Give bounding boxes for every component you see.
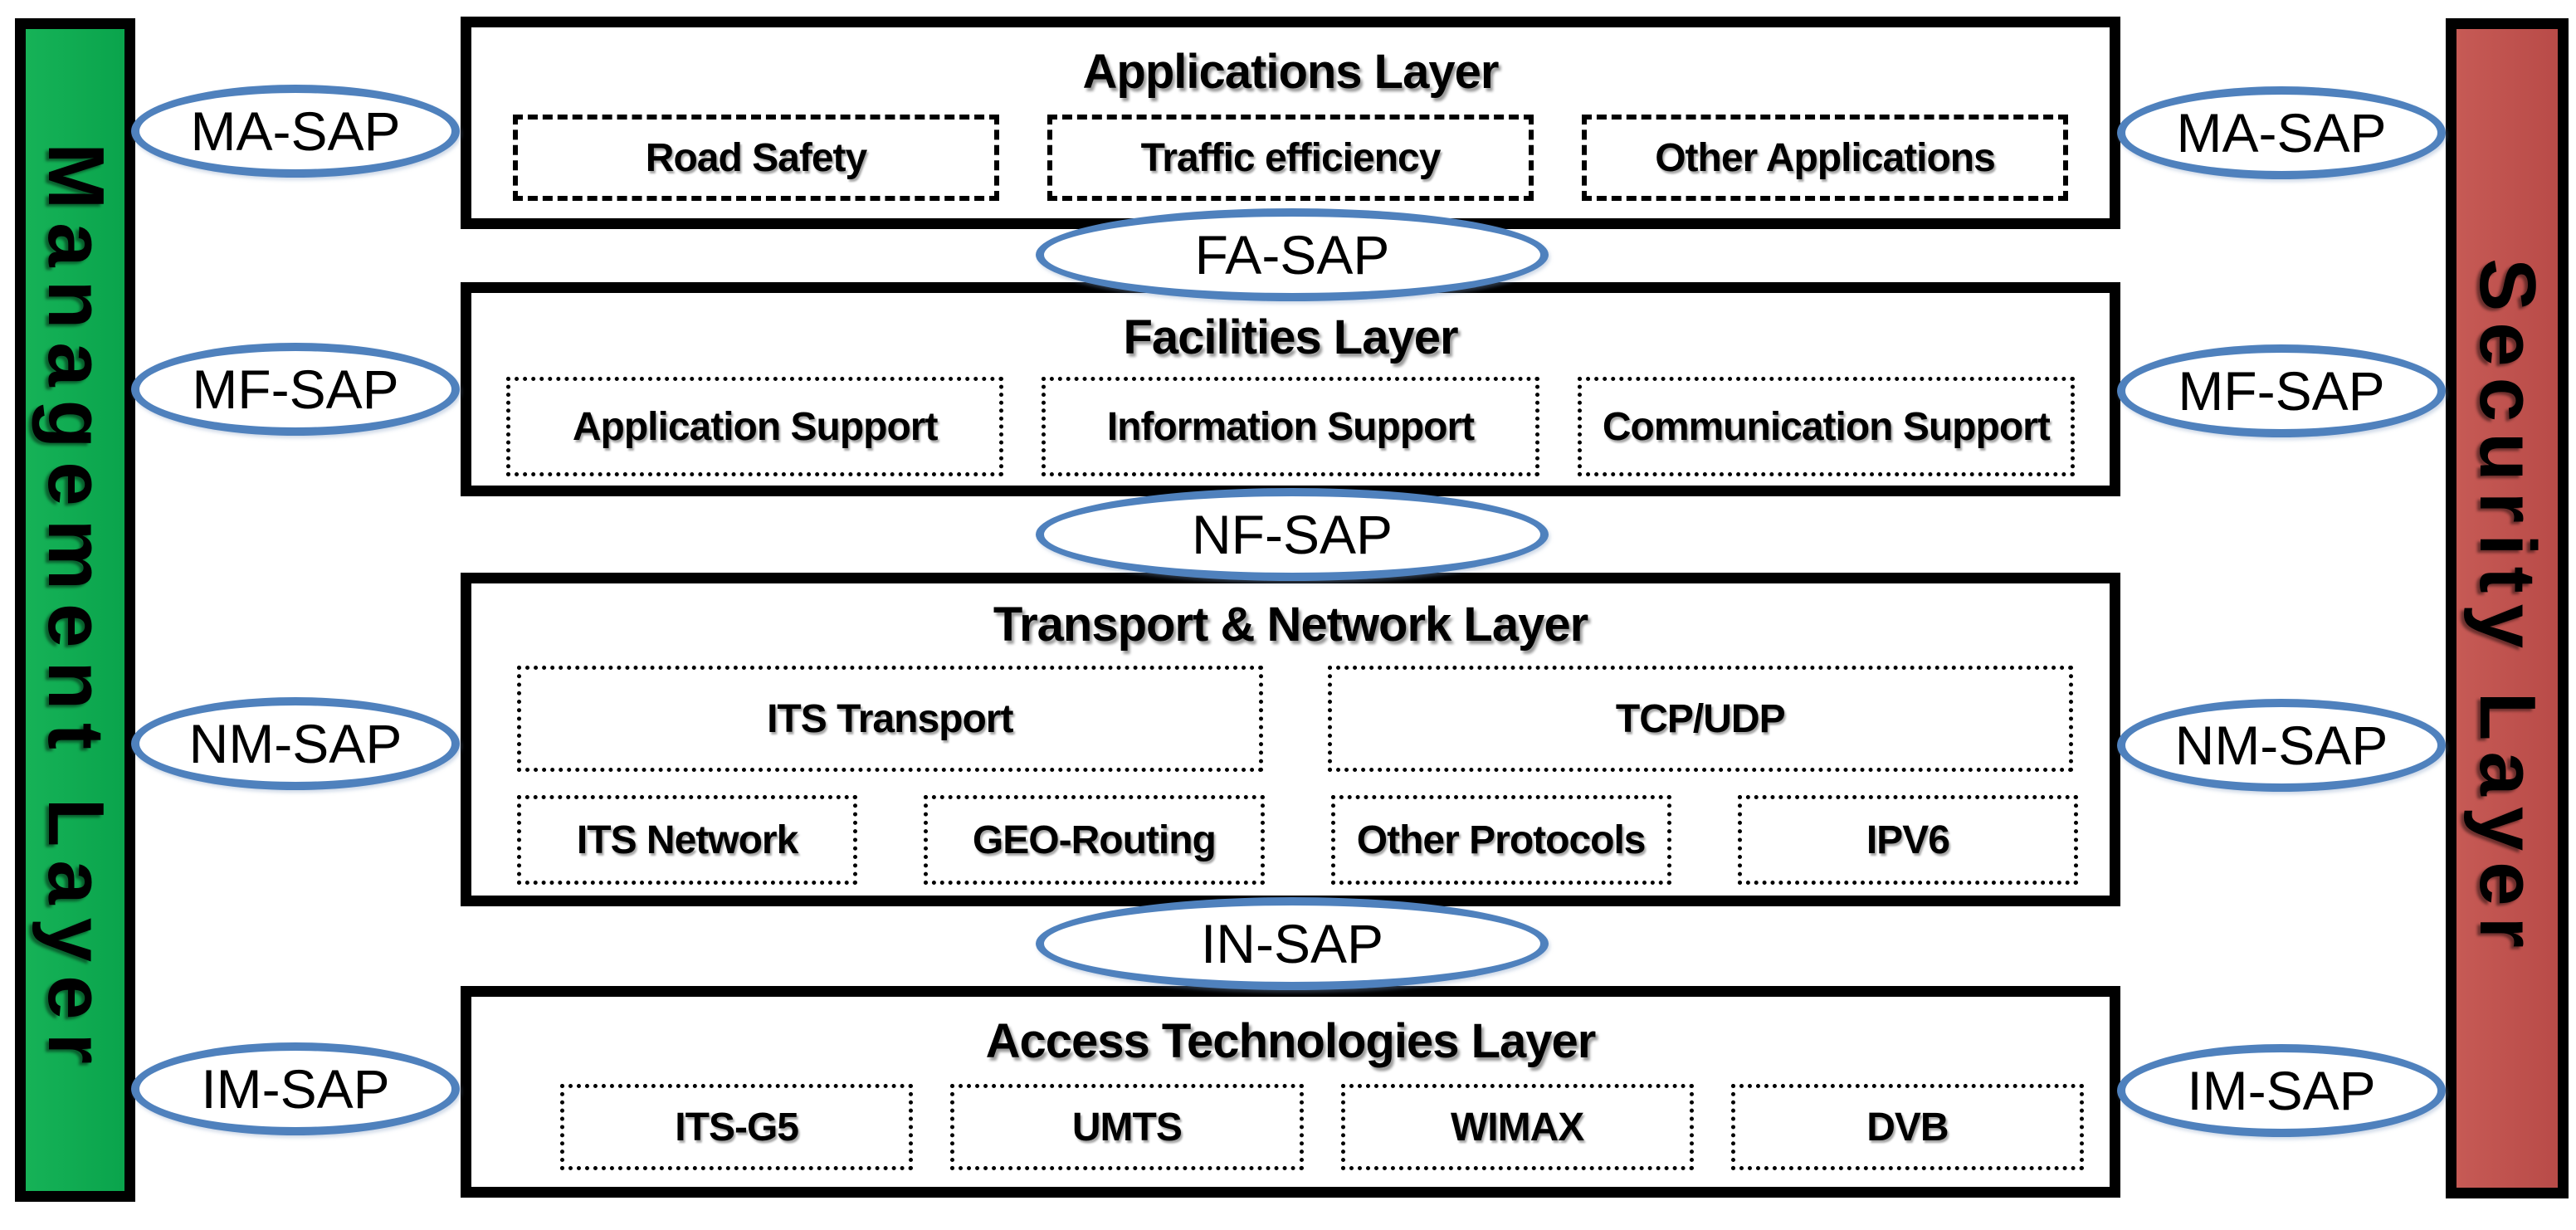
sub-box: ITS-G5 — [560, 1084, 914, 1170]
ma-sap-ellipse-left: MA-SAP — [131, 85, 460, 178]
security-layer-bar: Security Layer — [2446, 18, 2569, 1198]
fa-sap-ellipse: FA-SAP — [1036, 208, 1549, 301]
facilities-layer-title: Facilities Layer — [1123, 310, 1458, 364]
access-technologies-layer-box: Access Technologies Layer ITS-G5 UMTS WIMA… — [461, 986, 2120, 1198]
access-sub-box-row: ITS-G5 UMTS WIMAX DVB — [560, 1084, 2084, 1170]
mf-sap-ellipse-left: MF-SAP — [131, 343, 460, 436]
sub-box-label: ITS Network — [576, 818, 798, 862]
sub-box-label: Road Safety — [645, 135, 867, 180]
sub-box-label: IPV6 — [1866, 818, 1950, 862]
ma-sap-ellipse-right: MA-SAP — [2117, 86, 2446, 179]
sub-box: Information Support — [1042, 377, 1539, 476]
facilities-layer-box: Facilities Layer Application Support Info… — [461, 282, 2120, 496]
in-sap-ellipse: IN-SAP — [1036, 897, 1549, 990]
im-sap-ellipse-right: IM-SAP — [2117, 1044, 2446, 1137]
sub-box: Other Applications — [1582, 115, 2068, 201]
transport-sub-box-row-1: ITS Transport TCP/UDP — [517, 666, 2073, 772]
transport-sub-box-row-2: ITS Network GEO-Routing Other Protocols IPV… — [517, 795, 2078, 885]
sub-box-label: Other Applications — [1655, 135, 1996, 180]
sub-box: TCP/UDP — [1327, 666, 2073, 772]
sub-box-label: Application Support — [572, 404, 939, 449]
sub-box-label: UMTS — [1071, 1105, 1183, 1149]
security-layer-label: Security Layer — [2463, 258, 2552, 959]
management-layer-bar: Management Layer — [15, 18, 135, 1202]
im-sap-label: IM-SAP — [2187, 1060, 2376, 1121]
sub-box: DVB — [1730, 1084, 2084, 1170]
applications-layer-title: Applications Layer — [1082, 45, 1500, 99]
sub-box-label: Communication Support — [1602, 404, 2051, 449]
sub-box: IPV6 — [1737, 795, 2078, 885]
sub-box: ITS Network — [517, 795, 858, 885]
nf-sap-label: NF-SAP — [1191, 504, 1393, 565]
facilities-sub-box-row: Application Support Information Support Co… — [506, 377, 2075, 476]
fa-sap-label: FA-SAP — [1194, 224, 1390, 286]
nf-sap-ellipse: NF-SAP — [1036, 488, 1549, 581]
sub-box-label: GEO-Routing — [972, 818, 1217, 862]
transport-network-layer-box: Transport & Network Layer ITS Transport T… — [461, 573, 2120, 906]
sub-box-label: WIMAX — [1450, 1105, 1584, 1149]
sub-box: Traffic efficiency — [1047, 115, 1534, 201]
sub-box-label: Information Support — [1106, 404, 1475, 449]
sub-box: Application Support — [506, 377, 1004, 476]
sub-box-label: TCP/UDP — [1615, 696, 1786, 741]
im-sap-ellipse-left: IM-SAP — [131, 1042, 460, 1135]
sub-box: Communication Support — [1577, 377, 2075, 476]
ma-sap-label: MA-SAP — [2176, 102, 2387, 164]
mf-sap-ellipse-right: MF-SAP — [2117, 344, 2446, 437]
nm-sap-label: NM-SAP — [188, 713, 402, 774]
applications-sub-box-row: Road Safety Traffic efficiency Other Appli… — [513, 115, 2068, 201]
nm-sap-ellipse-right: NM-SAP — [2117, 699, 2446, 792]
nm-sap-label: NM-SAP — [2174, 715, 2388, 776]
sub-box-label: Traffic efficiency — [1140, 135, 1442, 180]
sub-box: UMTS — [950, 1084, 1304, 1170]
sub-box-label: DVB — [1866, 1105, 1949, 1149]
transport-network-layer-title: Transport & Network Layer — [993, 598, 1588, 652]
sub-box: Other Protocols — [1330, 795, 1671, 885]
applications-layer-box: Applications Layer Road Safety Traffic ef… — [461, 17, 2120, 229]
nm-sap-ellipse-left: NM-SAP — [131, 697, 460, 790]
sub-box: ITS Transport — [517, 666, 1263, 772]
mf-sap-label: MF-SAP — [192, 359, 399, 420]
sub-box: WIMAX — [1340, 1084, 1694, 1170]
sub-box: GEO-Routing — [924, 795, 1265, 885]
in-sap-label: IN-SAP — [1200, 913, 1384, 974]
sub-box-label: ITS-G5 — [675, 1105, 799, 1149]
sub-box-label: ITS Transport — [767, 696, 1013, 741]
mf-sap-label: MF-SAP — [2178, 360, 2385, 422]
sub-box: Road Safety — [513, 115, 999, 201]
ma-sap-label: MA-SAP — [190, 100, 401, 162]
sub-box-label: Other Protocols — [1356, 818, 1647, 862]
management-layer-label: Management Layer — [31, 143, 120, 1077]
im-sap-label: IM-SAP — [201, 1058, 390, 1120]
access-technologies-layer-title: Access Technologies Layer — [985, 1014, 1597, 1068]
